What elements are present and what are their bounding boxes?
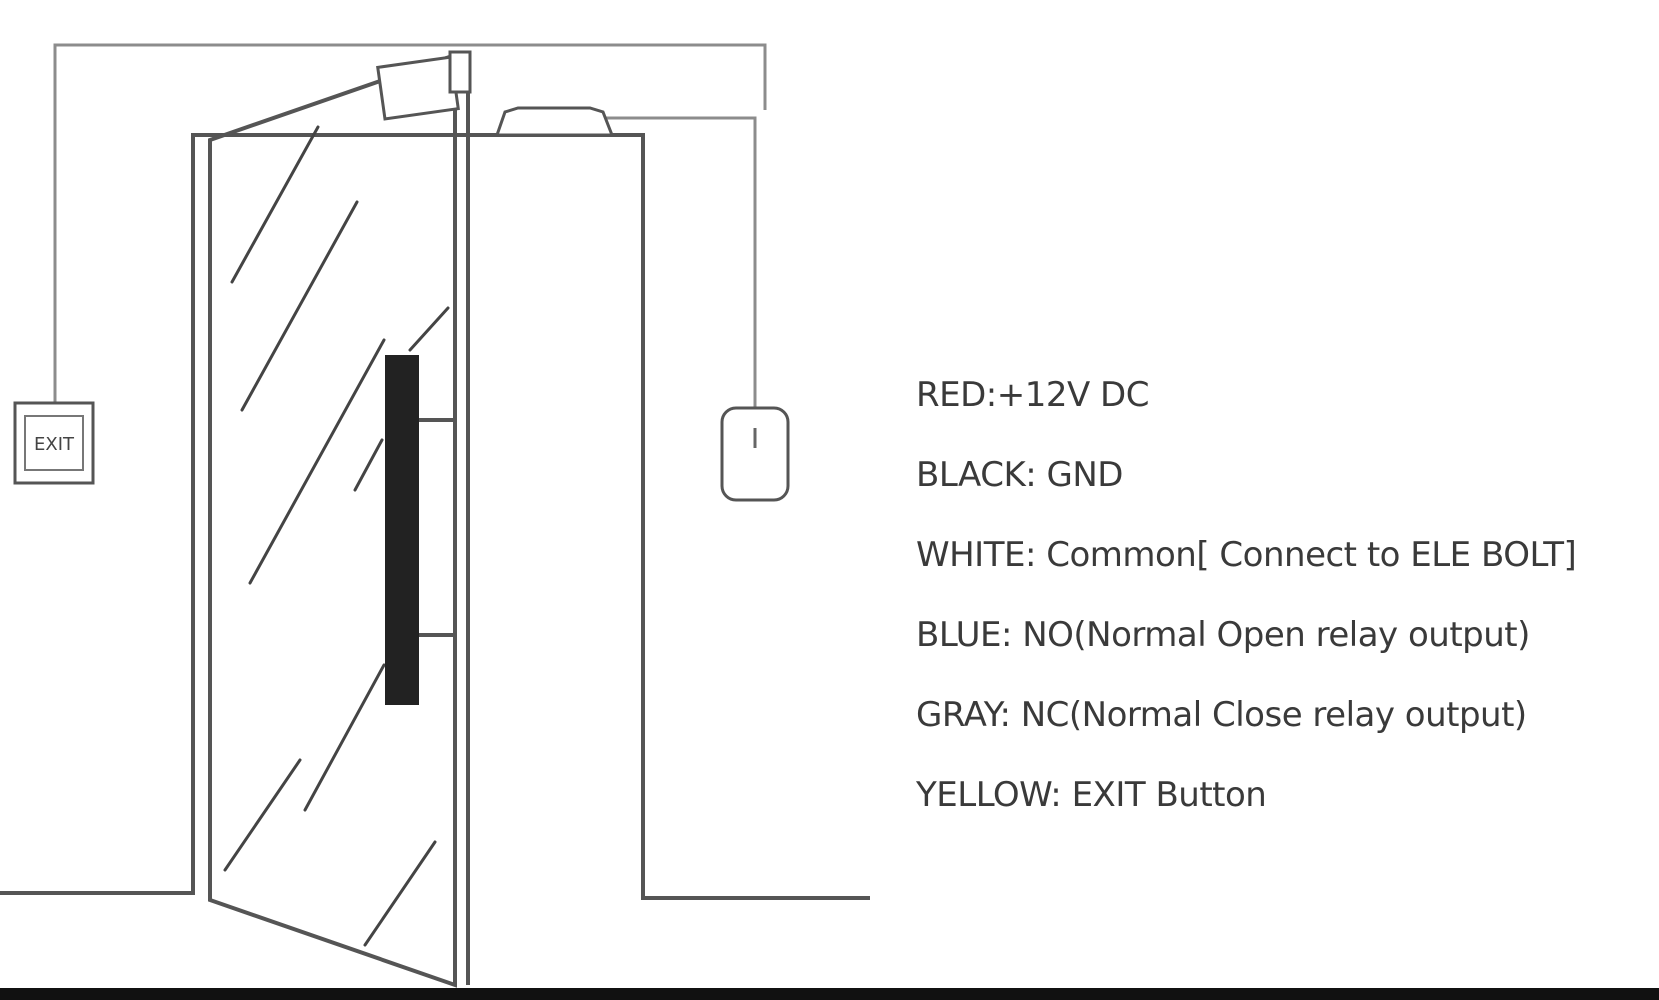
left-wall [0, 133, 455, 895]
legend-gray: GRAY: NC(Normal Close relay output) [916, 695, 1527, 735]
legend-yellow: YELLOW: EXIT Button [916, 775, 1267, 815]
legend-red: RED:+12V DC [916, 375, 1149, 415]
legend-black: BLACK: GND [916, 455, 1123, 495]
legend-white: WHITE: Common[ Connect to ELE BOLT] [916, 535, 1577, 575]
wire-color-legend: RED:+12V DC BLACK: GND WHITE: Common[ Co… [916, 355, 1656, 835]
right-door-frame [455, 133, 870, 900]
magnetic-lock-armature [385, 355, 419, 705]
door-closer-arm [448, 50, 472, 94]
exit-button: EXIT [13, 401, 95, 485]
legend-blue: BLUE: NO(Normal Open relay output) [916, 615, 1530, 655]
exit-button-label: EXIT [34, 434, 75, 455]
glass-reflections [223, 125, 450, 947]
floor-line [0, 988, 1659, 1000]
exit-button-wire [53, 43, 767, 403]
card-reader [720, 406, 790, 502]
glass-door-leaf [208, 52, 457, 988]
electric-bolt [494, 106, 615, 137]
reader-wire [600, 116, 757, 408]
door-closer [376, 55, 460, 121]
